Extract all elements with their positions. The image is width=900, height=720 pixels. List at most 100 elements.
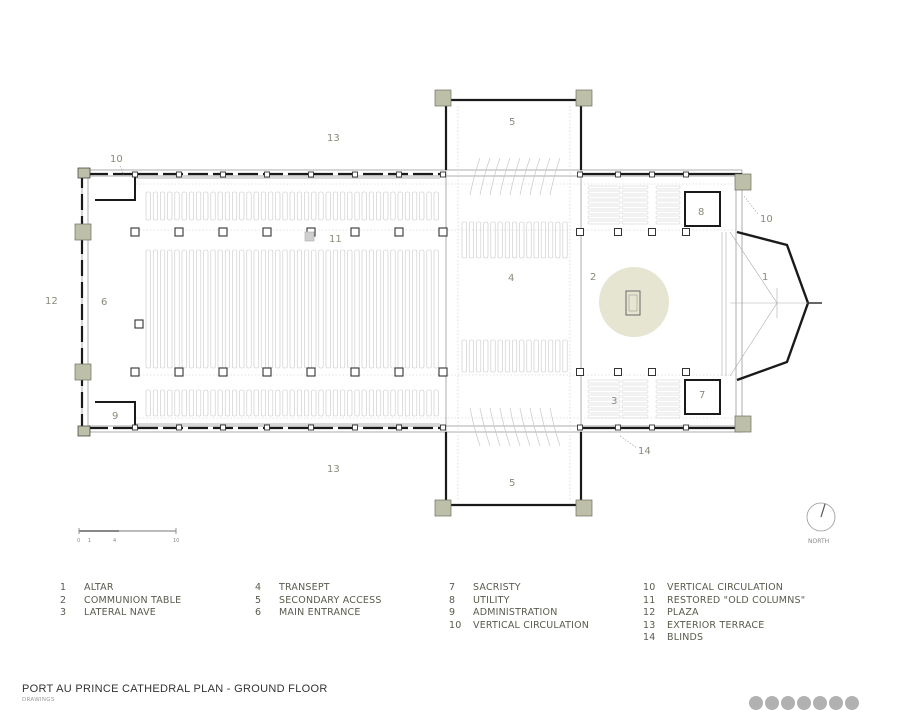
- transept-pew: [539, 157, 551, 196]
- legend-num: 9: [449, 607, 456, 618]
- altar-pew: [621, 394, 649, 399]
- pew: [347, 389, 353, 417]
- pew: [196, 249, 202, 369]
- pew: [260, 389, 266, 417]
- page-dot[interactable]: [765, 696, 779, 710]
- pew: [548, 221, 554, 259]
- pew: [217, 191, 223, 221]
- pew: [555, 221, 561, 259]
- pew: [533, 221, 539, 259]
- altar-projection-lines: [721, 231, 822, 377]
- pew: [268, 191, 274, 221]
- page-dot[interactable]: [845, 696, 859, 710]
- pew: [304, 389, 310, 417]
- column: [682, 228, 690, 236]
- label-lateral-nave: 3: [611, 396, 617, 407]
- altar-pew: [621, 185, 649, 190]
- pew: [289, 389, 295, 417]
- pew: [275, 389, 281, 417]
- scale-label-10: 10: [173, 538, 179, 544]
- page-dot[interactable]: [797, 696, 811, 710]
- pew: [332, 191, 338, 221]
- pew: [196, 389, 202, 417]
- pew: [368, 389, 374, 417]
- pew: [253, 191, 259, 221]
- legend-label: ADMINISTRATION: [473, 607, 558, 618]
- transept-pew: [499, 407, 511, 447]
- column: [218, 227, 228, 237]
- altar-pew: [621, 195, 649, 200]
- pew: [232, 191, 238, 221]
- north-label: NORTH: [808, 538, 829, 545]
- pew: [404, 191, 410, 221]
- pew: [412, 249, 418, 369]
- transept-pew: [499, 157, 511, 196]
- altar-pew: [587, 379, 621, 384]
- pew: [562, 339, 568, 373]
- wall-column: [615, 424, 621, 431]
- column: [648, 368, 656, 376]
- scale-label-0: 0: [77, 538, 80, 544]
- pew: [412, 191, 418, 221]
- altar-pew: [621, 220, 649, 225]
- transept-pew: [479, 157, 491, 196]
- pew: [347, 249, 353, 369]
- altar-pew: [621, 215, 649, 220]
- altar-pew: [587, 399, 621, 404]
- column: [614, 368, 622, 376]
- legend-num: 14: [643, 632, 656, 643]
- pew: [340, 249, 346, 369]
- legend-num: 7: [449, 582, 456, 593]
- pew: [555, 339, 561, 373]
- legend-num: 10: [643, 582, 656, 593]
- altar-pew: [655, 394, 681, 399]
- pew: [376, 249, 382, 369]
- transept-pew: [469, 157, 481, 196]
- altar-pew: [655, 205, 681, 210]
- altar-pew: [587, 210, 621, 215]
- pew: [433, 249, 439, 369]
- legend-label: PLAZA: [667, 607, 699, 618]
- scale-label-1: 1: [88, 538, 91, 544]
- pew: [404, 389, 410, 417]
- page-dot[interactable]: [781, 696, 795, 710]
- pew: [476, 339, 482, 373]
- label-utility: 8: [698, 207, 704, 218]
- pew: [512, 221, 518, 259]
- pew: [390, 249, 396, 369]
- legend-item: 9 ADMINISTRATION: [449, 607, 589, 620]
- wall-column: [396, 171, 402, 178]
- pew: [224, 191, 230, 221]
- page-dot[interactable]: [829, 696, 843, 710]
- page-title: PORT AU PRINCE CATHEDRAL PLAN - GROUND F…: [22, 683, 328, 695]
- page-dot[interactable]: [749, 696, 763, 710]
- legend-num: 1: [60, 582, 67, 593]
- altar-pew: [655, 384, 681, 389]
- pew: [540, 339, 546, 373]
- altar-pew: [621, 384, 649, 389]
- pew: [426, 389, 432, 417]
- pew: [296, 389, 302, 417]
- wall-column: [352, 171, 358, 178]
- page-dot[interactable]: [813, 696, 827, 710]
- altar-pew: [587, 200, 621, 205]
- pew: [311, 249, 317, 369]
- pew: [145, 389, 151, 417]
- pew: [203, 389, 209, 417]
- pew: [468, 339, 474, 373]
- pew: [232, 389, 238, 417]
- pew: [376, 191, 382, 221]
- wall-column: [649, 171, 655, 178]
- pew: [188, 389, 194, 417]
- legend-num: 10: [449, 619, 462, 631]
- pew: [152, 389, 158, 417]
- pew: [490, 221, 496, 259]
- altar-pew: [587, 190, 621, 195]
